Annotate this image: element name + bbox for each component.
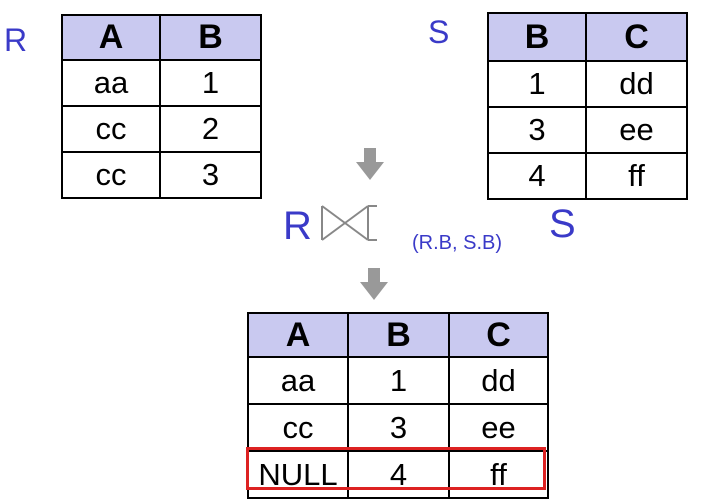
relation-r-table: A B aa 1 cc 2 cc 3 <box>61 14 262 199</box>
table-header-row: A B C <box>247 312 549 358</box>
column-header: B <box>159 14 262 61</box>
column-header: B <box>347 312 450 358</box>
table-row: aa 1 dd <box>247 356 549 405</box>
table-cell: ff <box>585 152 688 200</box>
join-right-relation: S <box>549 202 576 246</box>
join-result-table: A B C aa 1 dd cc 3 ee NULL 4 ff <box>247 312 549 499</box>
table-row: 1 dd <box>487 60 688 108</box>
table-row: NULL 4 ff <box>247 450 549 499</box>
table-cell: cc <box>61 151 161 199</box>
table-row: cc 2 <box>61 105 262 153</box>
table-row: cc 3 <box>61 151 262 199</box>
table-row: 3 ee <box>487 106 688 154</box>
table-cell: cc <box>247 403 349 452</box>
column-header: B <box>487 12 587 62</box>
table-row: cc 3 ee <box>247 403 549 452</box>
down-arrow-icon <box>360 268 388 300</box>
table-row: aa 1 <box>61 59 262 107</box>
right-outer-join-icon <box>321 205 377 241</box>
column-header: C <box>448 312 549 358</box>
table-cell: dd <box>448 356 549 405</box>
table-cell: aa <box>247 356 349 405</box>
column-header: A <box>61 14 161 61</box>
table-cell: ff <box>448 450 549 499</box>
column-header: A <box>247 312 349 358</box>
table-cell: 4 <box>347 450 450 499</box>
table-cell: 2 <box>159 105 262 153</box>
join-condition: (R.B, S.B) <box>412 232 503 254</box>
column-header: C <box>585 12 688 62</box>
table-cell: ee <box>448 403 549 452</box>
table-cell: 1 <box>159 59 262 107</box>
table-cell: aa <box>61 59 161 107</box>
table-header-row: B C <box>487 12 688 62</box>
table-cell: 1 <box>347 356 450 405</box>
table-cell: 4 <box>487 152 587 200</box>
join-left-relation: R <box>283 204 312 248</box>
table-cell: cc <box>61 105 161 153</box>
table-cell: 3 <box>347 403 450 452</box>
table-cell: 3 <box>487 106 587 154</box>
relation-s-label: S <box>428 14 450 50</box>
table-header-row: A B <box>61 14 262 61</box>
table-cell: dd <box>585 60 688 108</box>
table-cell: ee <box>585 106 688 154</box>
table-row: 4 ff <box>487 152 688 200</box>
table-cell: 1 <box>487 60 587 108</box>
down-arrow-icon <box>356 148 384 180</box>
table-cell: NULL <box>247 450 349 499</box>
table-cell: 3 <box>159 151 262 199</box>
relation-r-label: R <box>4 22 28 58</box>
relation-s-table: B C 1 dd 3 ee 4 ff <box>487 12 688 200</box>
